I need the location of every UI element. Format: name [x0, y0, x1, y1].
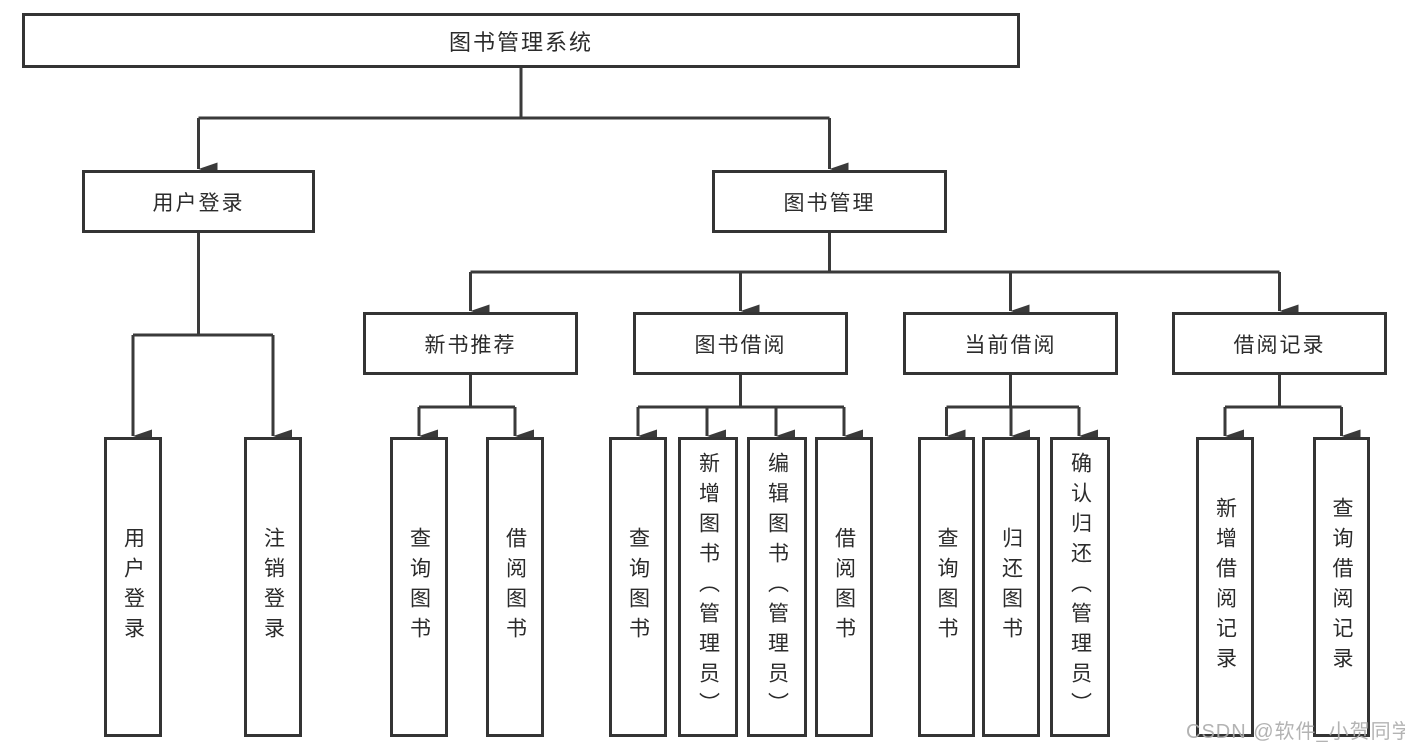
- node-book-management: 图书管理: [712, 170, 947, 233]
- node-new-book-recommend: 新书推荐: [363, 312, 578, 375]
- node-borrow-books-borrowing: 借阅图书: [815, 437, 873, 737]
- node-label: 借阅记录: [1233, 333, 1326, 357]
- node-borrow-books-recommend: 借阅图书: [486, 437, 544, 737]
- node-current-borrowing: 当前借阅: [903, 312, 1118, 375]
- node-label: 新书推荐: [424, 333, 517, 357]
- node-label: 图书借阅: [694, 333, 787, 357]
- node-label: 借阅图书: [832, 527, 856, 647]
- node-confirm-return-admin: 确认归还（管理员）: [1050, 437, 1110, 737]
- node-label: 新增图书（管理员）: [696, 452, 720, 722]
- connector-rails: [133, 68, 1342, 409]
- node-label: 查询借阅记录: [1330, 497, 1353, 677]
- csdn-watermark: CSDN @软件_小贺同学: [1186, 721, 1405, 743]
- node-label: 用户登录: [152, 191, 245, 215]
- node-label: 注销登录: [261, 527, 285, 647]
- node-book-borrowing: 图书借阅: [633, 312, 848, 375]
- node-return-books: 归还图书: [982, 437, 1040, 737]
- node-query-borrow-record: 查询借阅记录: [1313, 437, 1370, 737]
- node-user-login: 用户登录: [82, 170, 315, 233]
- node-label: 借阅图书: [503, 527, 527, 647]
- node-library-management-system: 图书管理系统: [22, 13, 1020, 68]
- node-edit-books-admin: 编辑图书（管理员）: [747, 437, 807, 737]
- node-label: 归还图书: [999, 527, 1023, 647]
- node-label: 图书管理: [783, 191, 876, 215]
- node-add-borrow-record: 新增借阅记录: [1196, 437, 1254, 737]
- node-add-books-admin: 新增图书（管理员）: [678, 437, 738, 737]
- node-label: 图书管理系统: [448, 29, 593, 55]
- node-borrowing-records: 借阅记录: [1172, 312, 1387, 375]
- node-label: 确认归还（管理员）: [1068, 452, 1092, 722]
- node-query-books-recommend: 查询图书: [390, 437, 448, 737]
- node-label: 新增借阅记录: [1213, 497, 1237, 677]
- node-label: 查询图书: [626, 527, 650, 647]
- node-logout-leaf: 注销登录: [244, 437, 302, 737]
- node-label: 查询图书: [407, 527, 431, 647]
- node-label: 编辑图书（管理员）: [765, 452, 789, 722]
- node-label: 用户登录: [121, 527, 145, 647]
- node-query-books-borrowing: 查询图书: [609, 437, 667, 737]
- node-query-books-current: 查询图书: [918, 437, 975, 737]
- node-label: 查询图书: [935, 527, 958, 647]
- node-label: 当前借阅: [964, 333, 1057, 357]
- node-user-login-leaf: 用户登录: [104, 437, 162, 737]
